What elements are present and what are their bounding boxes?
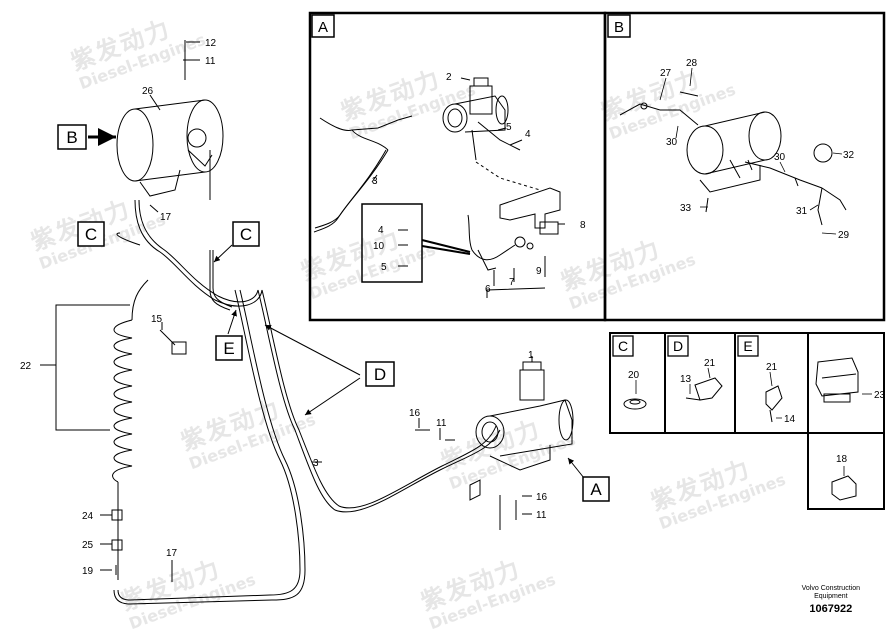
panel-c-letter: C (618, 338, 628, 354)
label-4: 4 (525, 129, 531, 140)
label-12: 12 (205, 38, 217, 49)
callout-d-letter: D (374, 365, 386, 384)
panel-e-letter: E (743, 338, 752, 354)
label-31: 31 (796, 206, 808, 217)
panel-e-letter-box: E (737, 335, 759, 357)
label-21-d: 21 (704, 358, 716, 369)
panel-b-frame (603, 11, 886, 322)
label-20: 20 (628, 370, 640, 381)
label-11-top: 11 (205, 56, 216, 67)
panel-a-letter-box: A (311, 14, 335, 38)
label-5b: 5 (381, 262, 387, 273)
label-2: 2 (446, 72, 452, 83)
panel-a-letter: A (318, 19, 328, 36)
label-33: 33 (680, 203, 692, 214)
panel-f-frame (807, 332, 885, 434)
main-drawing (40, 40, 589, 605)
label-13: 13 (680, 374, 692, 385)
label-30: 30 (666, 137, 678, 148)
footer-sub: Equipment (814, 593, 848, 600)
panel-a-drawing (313, 77, 565, 298)
callout-b-letter: B (66, 128, 77, 147)
label-28: 28 (686, 58, 698, 69)
panel-c-drawing (623, 380, 647, 410)
label-25: 25 (82, 540, 94, 551)
panel-a-labels: 2 5 4 3 8 4 10 5 6 7 9 (372, 72, 586, 295)
panel-g-drawing (831, 466, 857, 501)
label-32: 32 (843, 150, 855, 161)
callout-c-right: C (232, 221, 260, 247)
label-19: 19 (82, 566, 94, 577)
label-16-left: 16 (409, 408, 421, 419)
label-17-top: 17 (160, 212, 172, 223)
callout-a-letter: A (590, 480, 602, 499)
callout-a: A (582, 476, 610, 502)
label-30b: 30 (774, 152, 786, 163)
footer-part-number: 1067922 (809, 603, 853, 615)
label-1: 1 (528, 350, 534, 361)
panel-g-frame (807, 432, 885, 510)
footer-brand: Volvo Construction (801, 585, 860, 592)
callout-c-left: C (77, 221, 105, 247)
label-8: 8 (580, 220, 586, 231)
main-labels: 12 11 26 17 15 22 1 16 11 3 16 11 24 25 … (20, 38, 548, 577)
label-23: 23 (874, 390, 886, 401)
panel-d-letter-box: D (667, 335, 689, 357)
label-14: 14 (784, 414, 796, 425)
label-9: 9 (536, 266, 542, 277)
label-29: 29 (838, 230, 850, 241)
panel-b-letter-box: B (607, 14, 631, 38)
label-5: 5 (506, 122, 512, 133)
label-26: 26 (142, 86, 154, 97)
callout-d: D (365, 361, 395, 387)
callout-c-right-letter: C (240, 225, 252, 244)
panel-d-letter: D (673, 338, 683, 354)
label-15: 15 (151, 314, 163, 325)
label-4b: 4 (378, 225, 384, 236)
callout-e: E (215, 335, 243, 361)
label-22: 22 (20, 361, 32, 372)
label-7: 7 (509, 277, 515, 288)
label-3: 3 (372, 176, 378, 187)
label-11-right: 11 (536, 510, 547, 521)
panel-b-drawing (619, 91, 847, 226)
panel-b-leaders (659, 67, 843, 235)
label-18: 18 (836, 454, 848, 465)
footer-block: Volvo Construction Equipment 1067922 (802, 585, 860, 615)
panel-c-letter-box: C (612, 335, 634, 357)
label-27: 27 (660, 68, 672, 79)
panel-b-letter: B (614, 19, 624, 36)
callout-b: B (57, 124, 87, 150)
label-17-bottom: 17 (166, 548, 178, 559)
panel-a-frame (308, 11, 607, 322)
callout-e-letter: E (223, 339, 234, 358)
label-10: 10 (373, 241, 385, 252)
label-6: 6 (485, 284, 491, 295)
label-24: 24 (82, 511, 94, 522)
panel-f-drawing (815, 357, 872, 403)
label-3-main: 3 (313, 458, 319, 469)
panel-b-labels: 27 28 30 30 32 33 31 29 (660, 58, 855, 241)
panel-d-drawing (685, 367, 723, 401)
panel-e-drawing (765, 371, 783, 423)
label-21-e: 21 (766, 362, 778, 373)
callout-c-left-letter: C (85, 225, 97, 244)
label-16-right: 16 (536, 492, 548, 503)
label-11-mid: 11 (436, 418, 447, 429)
